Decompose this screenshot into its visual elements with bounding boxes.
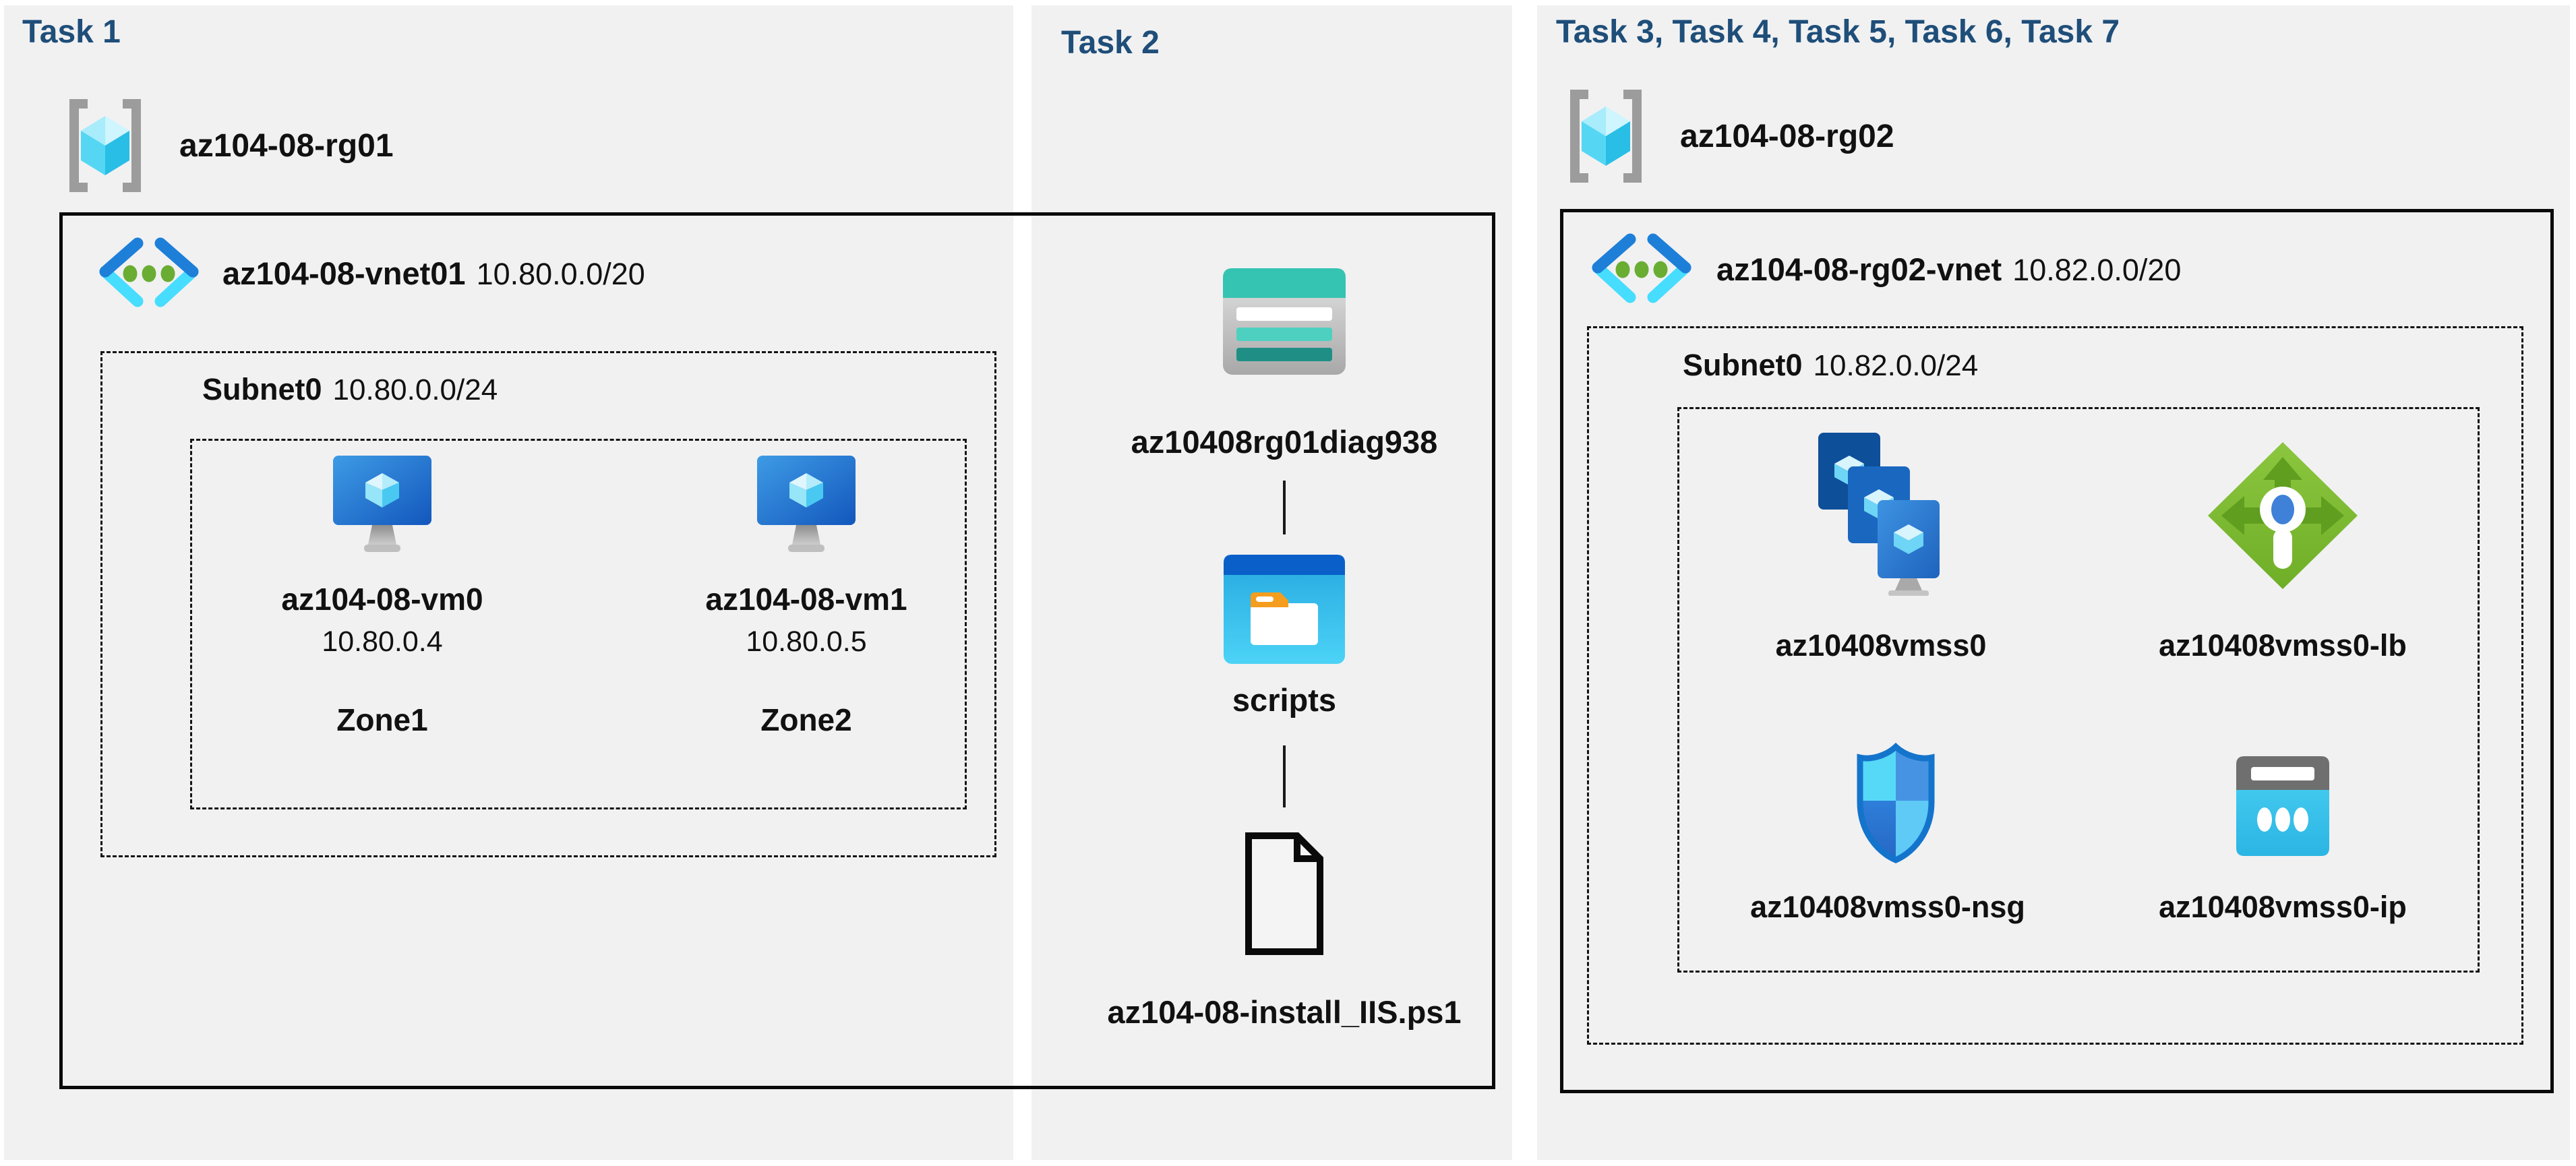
load-balancer-icon — [2208, 442, 2358, 589]
vmss-label: az10408vmss0 — [1775, 628, 1987, 663]
task3-panel — [1537, 5, 2570, 1160]
vnet01-cidr: 10.80.0.0/20 — [476, 256, 645, 291]
vm0-name: az104-08-vm0 — [281, 582, 483, 617]
scripts-container-label: scripts — [1232, 682, 1337, 718]
virtual-machine-icon — [333, 456, 431, 552]
subnet0-rg02-box — [1587, 326, 2523, 1045]
subnet0-rg01-label: Subnet0 10.80.0.0/24 — [202, 372, 498, 407]
virtual-network-icon — [1592, 233, 1691, 303]
subnet0-rg01-box — [100, 351, 996, 857]
resource-group-icon — [69, 99, 141, 192]
virtual-network-icon — [99, 237, 199, 307]
nsg-label: az10408vmss0-nsg — [1750, 890, 2025, 924]
document-icon — [1245, 832, 1323, 955]
vm0-cell: az104-08-vm0 10.80.0.4 Zone1 — [187, 456, 578, 738]
rg02-vnet-label: az104-08-rg02-vnet 10.82.0.0/20 — [1716, 251, 2181, 288]
rg02-boundary-box — [1560, 209, 2554, 1093]
task2-title: Task 2 — [1061, 25, 1160, 61]
virtual-machine-icon — [757, 456, 856, 552]
rg02-row: az104-08-rg02 — [1561, 86, 1894, 186]
vm0-zone: Zone1 — [336, 702, 428, 737]
zone-box — [190, 439, 967, 809]
blob-container-icon — [1224, 555, 1345, 664]
script-file-label: az104-08-install_IIS.ps1 — [1107, 994, 1462, 1030]
task2-column: az10408rg01diag938 scripts az104-08-inst… — [1107, 268, 1462, 1031]
vnet01-row: az104-08-vnet01 10.80.0.0/20 — [98, 237, 645, 309]
storage-account-label: az10408rg01diag938 — [1131, 424, 1438, 460]
task1-title: Task 1 — [22, 14, 121, 50]
storage-account-icon — [1223, 268, 1346, 375]
subnet0-rg01-name: Subnet0 — [202, 372, 322, 406]
resource-group-icon — [1570, 90, 1642, 183]
vm1-name: az104-08-vm1 — [705, 582, 907, 617]
vm1-zone: Zone2 — [760, 702, 852, 737]
task3-title: Task 3, Task 4, Task 5, Task 6, Task 7 — [1556, 14, 2120, 50]
rg02-vnet-cidr: 10.82.0.0/20 — [2012, 252, 2182, 287]
rg02-label: az104-08-rg02 — [1680, 118, 1894, 154]
rg02-vnet-row: az104-08-rg02-vnet 10.82.0.0/20 — [1591, 233, 2181, 305]
public-ip-label: az10408vmss0-ip — [2159, 890, 2407, 924]
rg01-boundary-box — [59, 212, 1495, 1089]
vnet01-name: az104-08-vnet01 — [222, 255, 466, 291]
subnet0-rg01-cidr: 10.80.0.0/24 — [332, 373, 498, 406]
network-security-group-icon — [1857, 742, 1935, 863]
public-ip-icon — [2236, 756, 2329, 856]
subnet0-rg02-label: Subnet0 10.82.0.0/24 — [1683, 348, 1978, 383]
vmss-group-box — [1677, 407, 2480, 973]
rg01-row: az104-08-rg01 — [61, 96, 394, 195]
vm1-ip: 10.80.0.5 — [746, 625, 867, 658]
task1-panel — [4, 5, 1013, 1160]
vm-scale-set-icon — [1818, 433, 1940, 596]
subnet0-rg02-cidr: 10.82.0.0/24 — [1813, 349, 1979, 382]
rg01-label: az104-08-rg01 — [179, 127, 394, 164]
vm0-ip: 10.80.0.4 — [322, 625, 443, 658]
connector-scripts-file — [1283, 745, 1286, 807]
rg02-vnet-name: az104-08-rg02-vnet — [1716, 251, 2002, 287]
lb-label: az10408vmss0-lb — [2159, 628, 2407, 663]
vm1-cell: az104-08-vm1 10.80.0.5 Zone2 — [611, 456, 1002, 738]
vnet01-label: az104-08-vnet01 10.80.0.0/20 — [222, 255, 645, 292]
connector-storage-scripts — [1283, 481, 1286, 534]
subnet0-rg02-name: Subnet0 — [1683, 348, 1803, 382]
